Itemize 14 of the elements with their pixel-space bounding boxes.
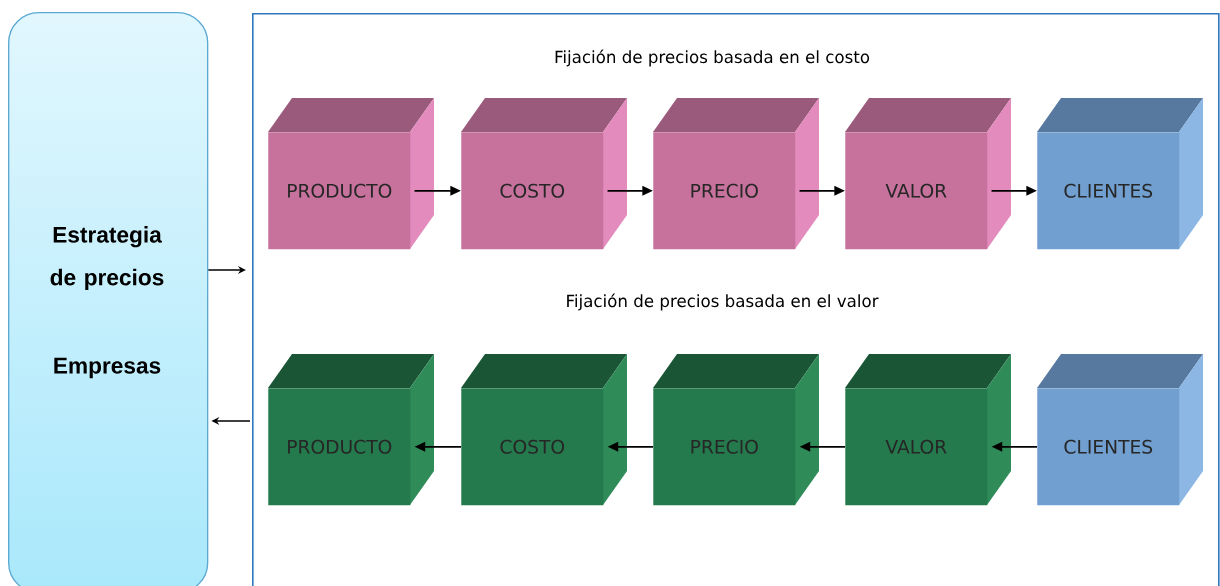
cube: VALOR	[845, 354, 1011, 506]
rounded-box: Estrategia de precios Empresas	[8, 12, 209, 586]
cube: CLIENTES	[1037, 98, 1203, 250]
cube: PRODUCTO	[268, 98, 434, 250]
cube: PRECIO	[653, 354, 819, 506]
cube: CLIENTES	[1037, 354, 1203, 506]
cube: VALOR	[845, 98, 1011, 250]
cube: COSTO	[461, 98, 627, 250]
cube: PRODUCTO	[268, 354, 434, 506]
heading: Fijación de precios basada en el costo	[555, 49, 870, 67]
cube: COSTO	[461, 354, 627, 506]
panel-frame	[252, 13, 1220, 586]
heading: Fijación de precios basada en el valor	[567, 293, 879, 311]
cube: PRECIO	[653, 98, 819, 250]
